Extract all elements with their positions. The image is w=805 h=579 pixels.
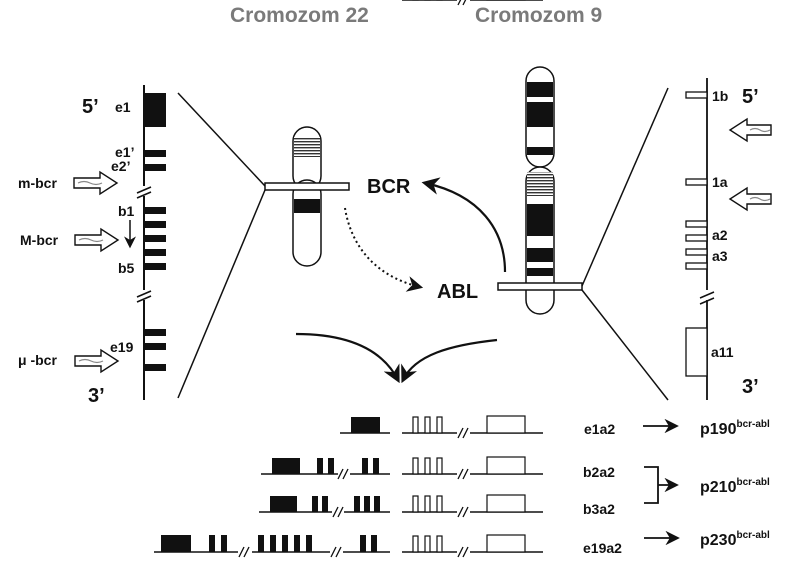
bcr-5prime-label: 5’ [82, 96, 99, 118]
exon-b4 [144, 249, 166, 256]
bcr-3prime-label: 3’ [88, 385, 105, 407]
exon-a11 [685, 327, 708, 377]
exon-e2prime [144, 164, 166, 171]
exon-1a-label: 1a [712, 174, 728, 190]
breakpoint-bar-9 [497, 282, 583, 291]
exon-1b-label: 1b [712, 88, 728, 104]
gene-break-mark [136, 186, 152, 303]
transcript-e1a2 [340, 417, 390, 434]
chromosome-22-title: Cromozom 22 [230, 4, 369, 27]
exon-e1prime-label: e1’ [115, 144, 134, 160]
transcript-e19a2 [154, 535, 390, 558]
exon-e19a [144, 329, 166, 336]
exon-b2 [144, 221, 166, 228]
exon-a4 [685, 248, 708, 256]
zoom-line [581, 289, 669, 401]
exon-e1-label: e1 [115, 99, 131, 115]
exon-b1 [144, 207, 166, 214]
protein-p210: p210bcr-abl [700, 477, 770, 496]
hollow-arrow-icon [74, 227, 120, 253]
abl-transcript-part [402, 0, 543, 6]
exon-1a [685, 178, 708, 186]
abl-to-bcr-arrow [421, 177, 507, 273]
exon-e1prime [144, 150, 166, 157]
m-bcr-label: m-bcr [18, 175, 57, 191]
protein-p230: p230bcr-abl [700, 530, 770, 549]
abl-gene-map: 1b 5’ 1a a2 a3 a11 3’ [685, 78, 772, 400]
hollow-arrow-icon [73, 170, 119, 196]
exon-e2prime-label: e2’ [111, 158, 130, 174]
exon-a11-label: a11 [711, 344, 734, 360]
zoom-line [581, 87, 669, 287]
bcr-label: BCR [367, 176, 411, 198]
exon-b1-label: b1 [118, 203, 135, 219]
exon-e19b [144, 343, 166, 350]
zoom-line [177, 92, 266, 187]
chromosome-22 [264, 126, 350, 267]
zoom-line [177, 189, 266, 399]
transcript-b2a2 [261, 458, 390, 480]
chromosome-9 [497, 66, 583, 315]
transcript-name: e1a2 [584, 421, 615, 437]
exon-e1 [144, 93, 166, 127]
exon-a5 [685, 262, 708, 270]
mu-bcr-label: μ -bcr [18, 352, 57, 368]
gene-break-mark [699, 291, 715, 305]
hollow-arrow-icon [74, 348, 120, 374]
exon-b3 [144, 235, 166, 242]
transcript-b3a2 [259, 496, 390, 518]
exon-a3 [685, 234, 708, 242]
exon-b5-label: b5 [118, 260, 135, 276]
bcr-gene-map: 5’ e1 e1’ e2’ b1 b5 e19 3’ m-bcr M-bcr μ… [18, 85, 166, 407]
protein-p190: p190bcr-abl [700, 419, 770, 438]
chromosome-9-title: Cromozom 9 [475, 4, 602, 27]
exon-b5 [144, 263, 166, 270]
transcript-name: b2a2 [583, 464, 615, 480]
M-bcr-label: M-bcr [20, 232, 59, 248]
exon-e20 [144, 364, 166, 371]
transcript-name: b3a2 [583, 501, 615, 517]
abl-label: ABL [437, 281, 478, 303]
bracket-b2a2-b3a2 [644, 466, 676, 504]
mu-bcr-region: μ -bcr [18, 348, 120, 374]
exon-e19-label: e19 [110, 339, 134, 355]
exon-a2 [685, 220, 708, 228]
exon-a3-label: a3 [712, 248, 728, 264]
bcr-to-abl-dotted-arrow [344, 207, 424, 292]
exon-1b [685, 91, 708, 99]
converge-arrow-right [401, 338, 498, 384]
breakpoint-bar-22 [264, 182, 350, 191]
m-bcr-region: m-bcr [18, 170, 119, 196]
M-bcr-region: M-bcr [20, 227, 120, 253]
exon-a2-label: a2 [712, 227, 728, 243]
transcript-name: e19a2 [583, 540, 622, 556]
abl-5prime-label: 5’ [742, 86, 759, 108]
converge-arrow-left [295, 332, 400, 384]
abl-3prime-label: 3’ [742, 376, 759, 398]
